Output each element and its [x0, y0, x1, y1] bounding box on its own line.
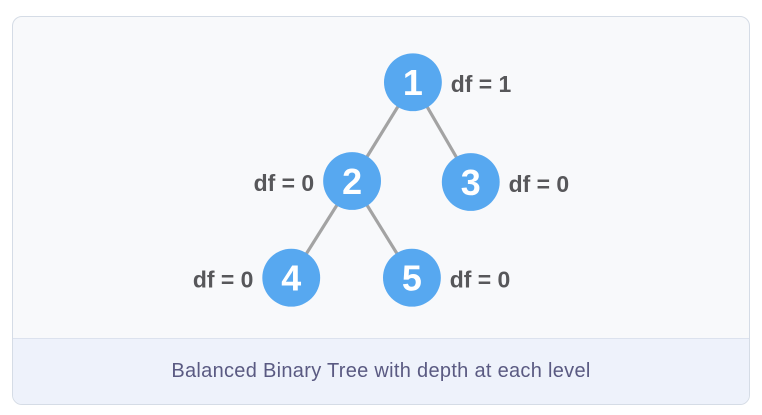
tree-node-label: 3 — [461, 163, 481, 203]
tree-node — [262, 248, 321, 307]
figure-caption: Balanced Binary Tree with depth at each … — [171, 360, 591, 382]
tree-node-annotation: df = 0 — [193, 267, 254, 293]
tree-node-annotation: df = 1 — [451, 71, 512, 97]
tree-node-annotation: df = 0 — [509, 171, 570, 197]
tree-node — [441, 153, 500, 211]
tree-svg: 1 df = 1 2 df = 0 3 df = 0 4 df = 0 5 df = 0 — [193, 53, 570, 307]
figure-card: 1 df = 1 2 df = 0 3 df = 0 4 df = 0 5 df = 0 Bala… — [12, 16, 750, 405]
tree-node — [383, 53, 442, 112]
caption-band: Balanced Binary Tree with depth at each … — [13, 338, 749, 404]
tree-node-label: 1 — [403, 63, 423, 103]
tree-node-annotation: df = 0 — [254, 170, 315, 196]
tree-node-annotation: df = 0 — [450, 267, 511, 293]
tree-diagram: 1 df = 1 2 df = 0 3 df = 0 4 df = 0 5 df = 0 — [13, 17, 749, 339]
tree-node-label: 5 — [402, 259, 422, 299]
tree-node-label: 4 — [281, 259, 301, 299]
tree-node — [382, 248, 441, 307]
tree-node — [323, 152, 381, 210]
tree-node-label: 2 — [342, 162, 362, 202]
